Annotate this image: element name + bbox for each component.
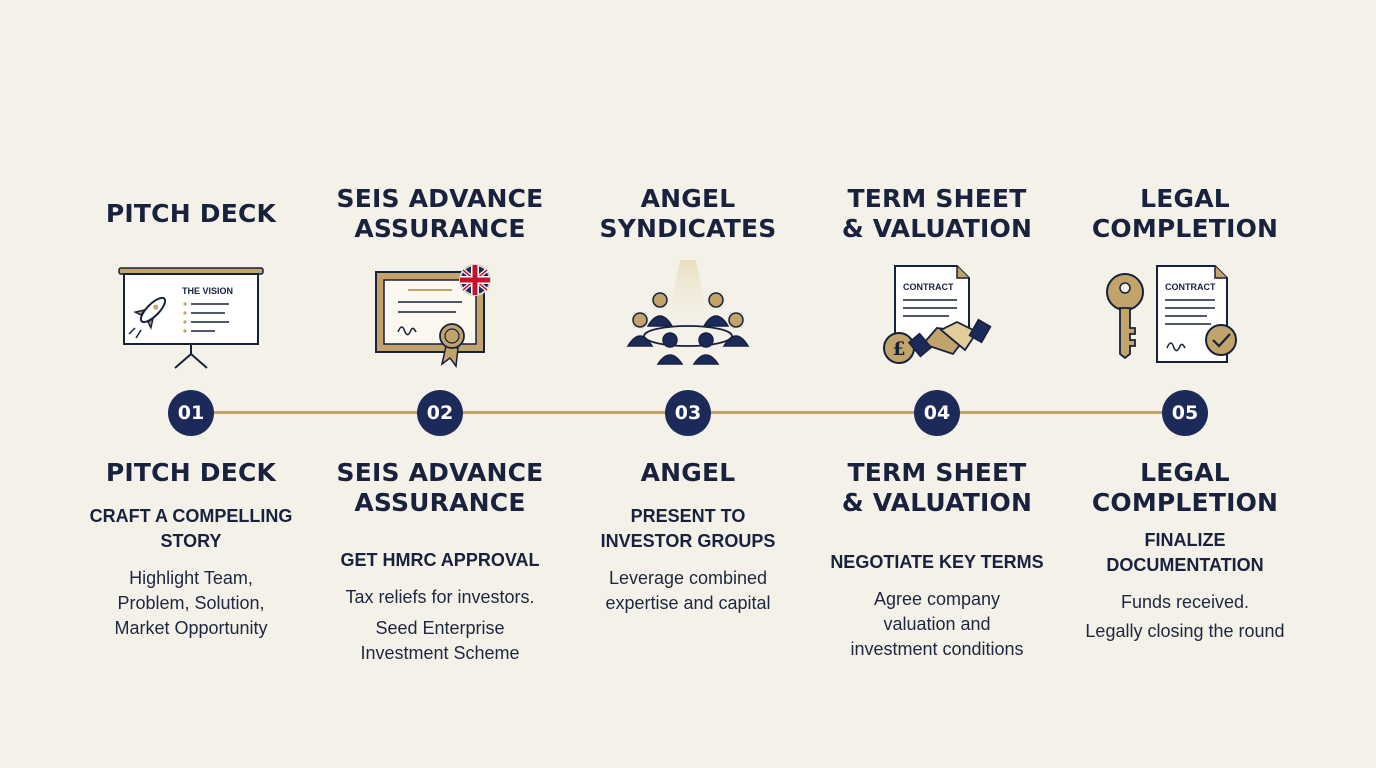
presentation-board-icon: THE VISION [91,258,291,373]
step-2-subtitle: GET HMRC APPROVAL [315,548,565,573]
step-2-desc-line-1: Tax reliefs for investors. [345,587,535,607]
step-4-bottom-title-line-1: TERM SHEET [847,458,1027,487]
step-3-subtitle-line-2: INVESTOR GROUPS [600,531,776,551]
step-1-desc-line-2: Problem, Solution, [117,593,265,613]
step-1-description: Highlight Team, Problem, Solution, Marke… [66,566,316,641]
step-3-details: ANGEL PRESENT TO INVESTOR GROUPS Leverag… [563,458,813,616]
step-1-desc-line-3: Market Opportunity [114,618,268,638]
step-1-number-badge: 01 [168,390,214,436]
step-5-top-title-line-1: LEGAL [1140,184,1230,213]
step-5-description: Funds received. Legally closing the roun… [1060,590,1310,644]
step-3-description: Leverage combined expertise and capital [563,566,813,616]
step-1-desc-line-1: Highlight Team, [129,568,253,588]
step-1-details: PITCH DECK CRAFT A COMPELLING STORY High… [66,458,316,641]
step-2-bottom-title-line-1: SEIS ADVANCE [336,458,544,487]
step-3-desc-line-2: expertise and capital [605,593,771,613]
step-2-subtitle-line-1: GET HMRC APPROVAL [340,550,540,570]
step-4-bottom-title-line-2: & VALUATION [841,488,1033,517]
step-5-desc-line-2: Legally closing the round [1085,621,1285,641]
handshake-icon [907,318,992,358]
step-1-subtitle-line-2: STORY [160,531,222,551]
checkmark-icon [1205,324,1237,356]
uk-flag-icon [459,264,491,296]
certificate-icon [340,258,540,373]
contract-label-4: CONTRACT [903,282,954,292]
step-4-subtitle: NEGOTIATE KEY TERMS [812,550,1062,575]
step-5-subtitle-line-2: DOCUMENTATION [1106,555,1264,575]
pound-coin-icon: £ [883,332,915,364]
step-2-desc-line-3: Investment Scheme [360,643,520,663]
step-5-bottom-title-line-1: LEGAL [1140,458,1230,487]
step-4-top-title-line-2: & VALUATION [841,214,1033,243]
step-1-top-title-line-1: PITCH DECK [105,199,277,228]
svg-text:£: £ [892,338,905,360]
step-2-bottom-title-line-2: ASSURANCE [354,488,526,517]
step-4-top-title: TERM SHEET & VALUATION [812,184,1062,244]
step-4-desc-line-1: Agree company [873,589,1001,609]
step-2-desc-line-2: Seed Enterprise [375,618,505,638]
step-4-subtitle-line-1: NEGOTIATE KEY TERMS [830,552,1044,572]
step-4-description: Agree company valuation and investment c… [812,587,1062,662]
step-5-bottom-title-line-2: COMPLETION [1091,488,1279,517]
step-4-desc-line-2: valuation and [883,614,991,634]
step-3-desc-line-1: Leverage combined [608,568,768,588]
step-3-subtitle-line-1: PRESENT TO [630,506,746,526]
step-2-top-title-line-1: SEIS ADVANCE [336,184,544,213]
key-contract-icon: CONTRACT [1085,258,1285,373]
step-5-details: LEGAL COMPLETION FINALIZE DOCUMENTATION … [1060,458,1310,644]
contract-label-5: CONTRACT [1165,282,1216,292]
contract-handshake-icon: CONTRACT £ [837,258,1037,373]
key-icon [1106,273,1144,360]
step-1-bottom-title-line-1: PITCH DECK [105,458,277,487]
step-3-number-badge: 03 [665,390,711,436]
step-5-desc-line-1: Funds received. [1120,592,1250,612]
step-4-number-badge: 04 [914,390,960,436]
step-1-top-title: PITCH DECK [66,184,316,244]
step-2-description: Tax reliefs for investors. Seed Enterpri… [315,585,565,666]
step-3-top-title-line-2: SYNDICATES [599,214,777,243]
step-5-subtitle: FINALIZE DOCUMENTATION [1060,528,1310,578]
step-2-details: SEIS ADVANCE ASSURANCE GET HMRC APPROVAL… [315,458,565,666]
step-5-top-title-line-2: COMPLETION [1091,214,1279,243]
step-4-top-title-line-1: TERM SHEET [847,184,1027,213]
step-2-top-title-line-2: ASSURANCE [354,214,526,243]
step-1-subtitle-line-1: CRAFT A COMPELLING [89,506,293,526]
step-5-top-title: LEGAL COMPLETION [1060,184,1310,244]
step-2-top-title: SEIS ADVANCE ASSURANCE [315,184,565,244]
step-4-details: TERM SHEET & VALUATION NEGOTIATE KEY TER… [812,458,1062,662]
step-3-bottom-title-line-1: ANGEL [640,458,736,487]
board-label: THE VISION [182,286,233,296]
step-5-number-badge: 05 [1162,390,1208,436]
step-5-subtitle-line-1: FINALIZE [1144,530,1226,550]
step-4-desc-line-3: investment conditions [850,639,1024,659]
investor-group-icon [588,258,788,373]
step-1-subtitle: CRAFT A COMPELLING STORY [66,504,316,554]
step-3-top-title-line-1: ANGEL [640,184,736,213]
step-3-top-title: ANGEL SYNDICATES [563,184,813,244]
step-2-number-badge: 02 [417,390,463,436]
step-3-subtitle: PRESENT TO INVESTOR GROUPS [563,504,813,554]
